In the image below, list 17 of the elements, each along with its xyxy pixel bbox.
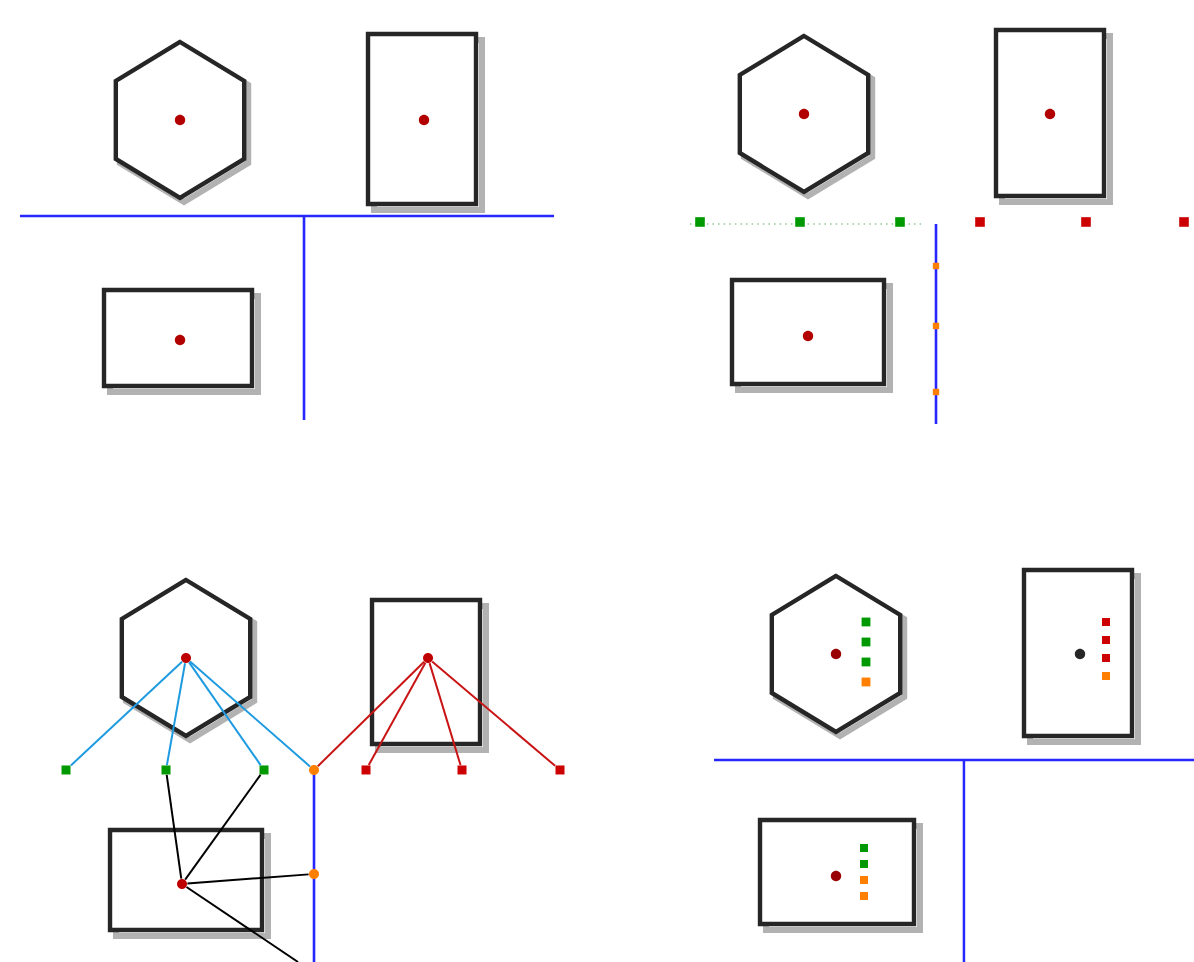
connector-line bbox=[185, 886, 299, 962]
point-marker bbox=[457, 765, 467, 775]
connector-line bbox=[69, 660, 184, 767]
connector-line bbox=[316, 660, 426, 768]
point-marker bbox=[259, 765, 269, 775]
connector-line bbox=[188, 661, 262, 767]
connector-line bbox=[165, 662, 187, 767]
connector-line bbox=[186, 873, 310, 885]
connector-line bbox=[165, 773, 183, 880]
point-marker bbox=[361, 765, 371, 775]
connector-line bbox=[189, 660, 311, 768]
connector-line bbox=[431, 660, 557, 767]
connector-line bbox=[367, 661, 427, 767]
point-marker bbox=[555, 765, 565, 775]
point-marker bbox=[61, 765, 71, 775]
connector-line bbox=[184, 773, 262, 881]
point-marker bbox=[161, 765, 171, 775]
